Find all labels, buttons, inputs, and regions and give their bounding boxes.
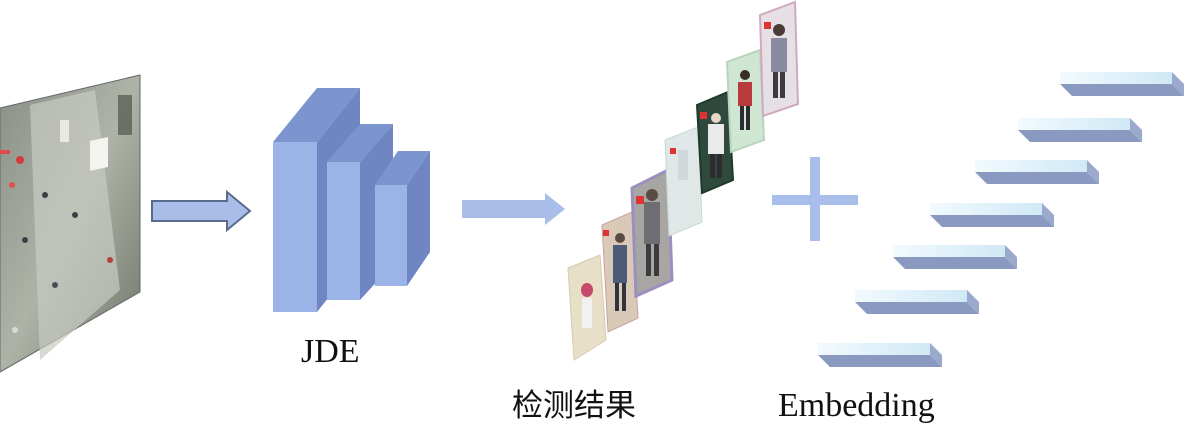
arrow-to-jde bbox=[151, 189, 252, 233]
embedding-bars bbox=[818, 72, 1184, 367]
embedding-bar bbox=[1018, 118, 1142, 142]
crop-thumbnail bbox=[725, 48, 766, 154]
crop-thumbnail bbox=[630, 167, 674, 299]
detection-crops bbox=[567, 0, 800, 361]
embedding-label: Embedding bbox=[778, 387, 935, 424]
embedding-bar bbox=[855, 290, 979, 314]
embedding-bar bbox=[1060, 72, 1184, 96]
crop-thumbnail bbox=[758, 0, 800, 118]
embedding-bar bbox=[930, 203, 1054, 227]
crop-thumbnail bbox=[601, 211, 639, 333]
crop-thumbnail bbox=[695, 90, 735, 195]
detection-results-label: 检测结果 bbox=[512, 388, 636, 424]
crop-thumbnail bbox=[664, 126, 703, 237]
embedding-bar bbox=[818, 343, 942, 367]
embedding-bar bbox=[975, 160, 1099, 184]
jde-model-icon bbox=[273, 88, 430, 312]
input-frame-image bbox=[0, 74, 141, 373]
arrow-to-detections bbox=[462, 193, 565, 225]
plus-icon bbox=[772, 157, 858, 241]
crop-thumbnail bbox=[567, 254, 607, 361]
jde-label: JDE bbox=[301, 333, 360, 370]
embedding-bar bbox=[893, 245, 1017, 269]
